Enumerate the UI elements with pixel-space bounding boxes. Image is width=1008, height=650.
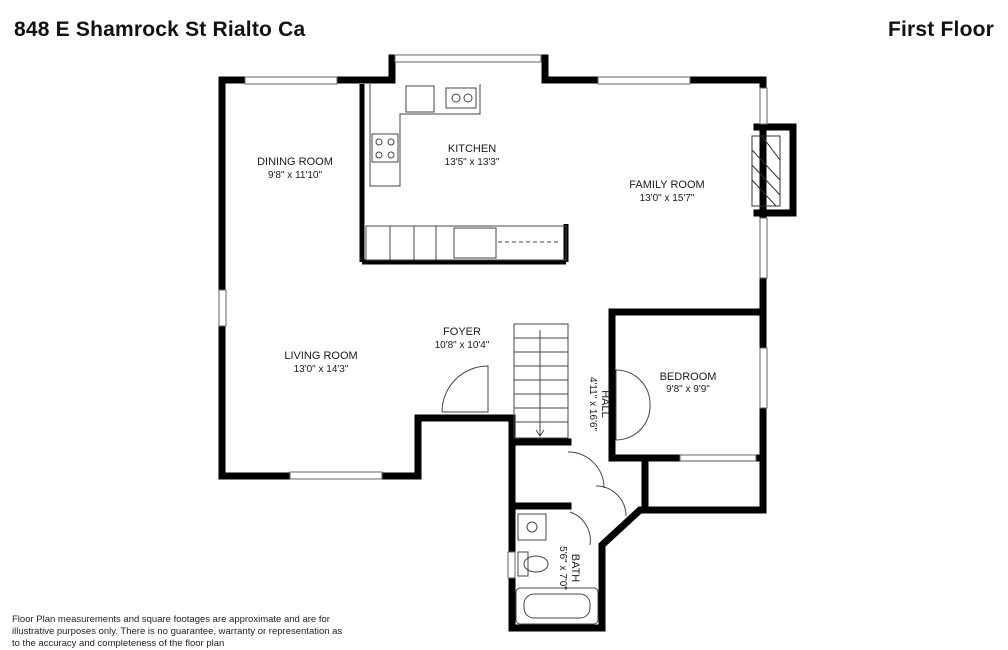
room-bedroom: BEDROOM 9'8" x 9'9": [660, 371, 717, 395]
room-name: LIVING ROOM: [284, 350, 357, 362]
room-living: LIVING ROOM 13'0" x 14'3": [284, 350, 357, 375]
exterior-walls: [218, 54, 797, 632]
room-dining: DINING ROOM 9'8" x 11'10": [257, 156, 333, 181]
room-name: BATH: [569, 554, 581, 583]
room-name: FAMILY ROOM: [629, 179, 704, 191]
room-name: KITCHEN: [448, 143, 496, 155]
room-family: FAMILY ROOM 13'0" x 15'7": [629, 179, 704, 204]
room-dimensions: 9'8" x 11'10": [268, 170, 323, 181]
bath-fixtures: [515, 513, 599, 625]
room-name: HALL: [599, 390, 611, 418]
room-kitchen: KITCHEN 13'5" x 13'3": [445, 143, 500, 168]
stairs: [513, 323, 569, 439]
property-address: 848 E Shamrock St Rialto Ca: [14, 18, 306, 41]
room-dimensions: 13'0" x 14'3": [294, 364, 349, 375]
room-bath: BATH 5'6" x 7'0": [557, 546, 581, 590]
doors: [441, 365, 651, 546]
windows: [218, 54, 768, 579]
room-hall: HALL 4'11" x 16'6": [587, 377, 611, 432]
room-dimensions: 13'0" x 15'7": [640, 193, 695, 204]
room-dimensions: 10'8" x 10'4": [435, 340, 490, 351]
room-dimensions: 5'6" x 7'0": [557, 546, 568, 590]
floor-label: First Floor: [887, 18, 994, 41]
room-name: BEDROOM: [660, 371, 717, 383]
disclaimer-text: Floor Plan measurements and square foota…: [12, 614, 343, 649]
room-foyer: FOYER 10'8" x 10'4": [435, 326, 490, 351]
kitchen-fixtures: [365, 84, 567, 261]
room-dimensions: 4'11" x 16'6": [587, 377, 598, 432]
room-name: DINING ROOM: [257, 156, 333, 168]
fireplace: [751, 135, 781, 207]
room-dimensions: 9'8" x 9'9": [666, 384, 710, 395]
room-dimensions: 13'5" x 13'3": [445, 157, 500, 168]
room-name: FOYER: [443, 326, 481, 338]
